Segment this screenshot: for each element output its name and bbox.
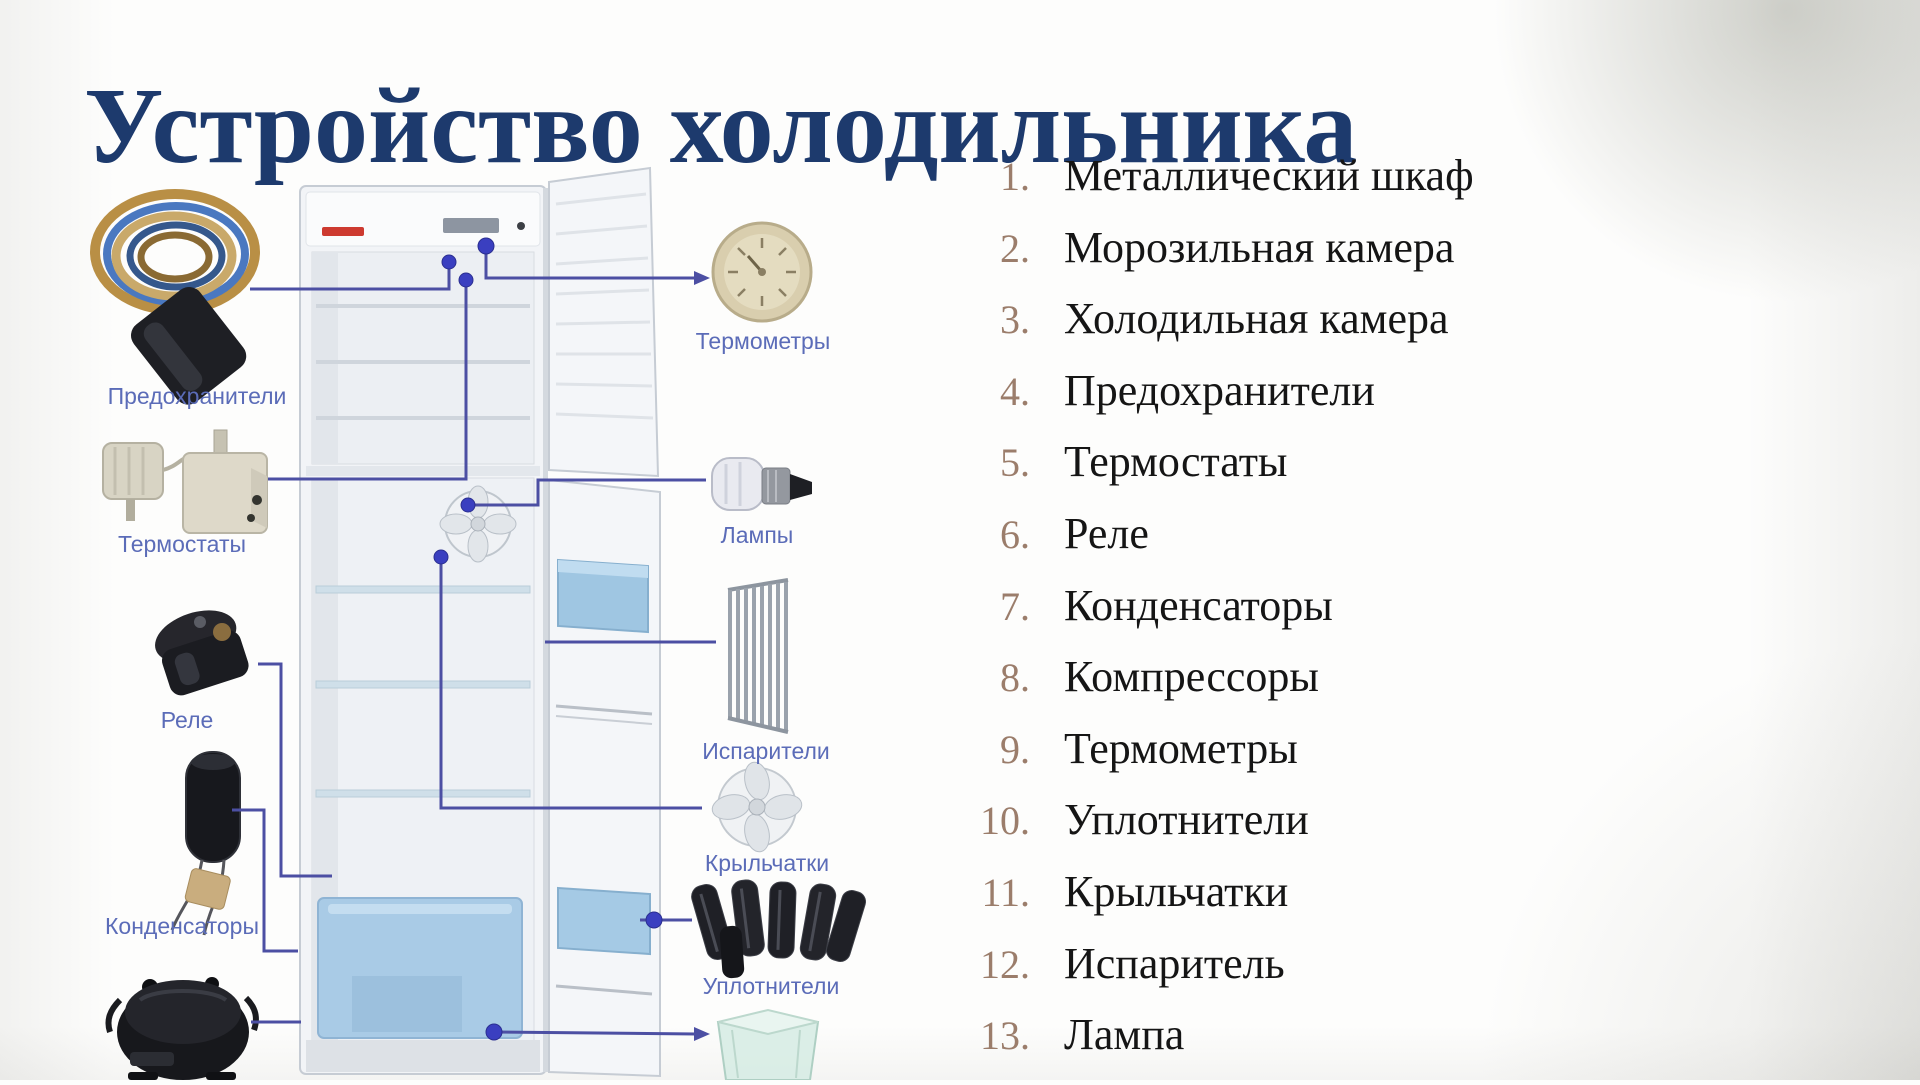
list-item-label: Лампа	[1064, 1010, 1185, 1060]
thermostat-image	[102, 429, 268, 534]
diagram-artwork	[90, 166, 867, 1081]
list-item: 3. Холодильная камера	[972, 293, 1474, 365]
list-item-label: Морозильная камера	[1064, 222, 1455, 272]
list-item: 7. Конденсаторы	[972, 580, 1474, 652]
connector-dot	[433, 549, 449, 565]
list-item-label: Термометры	[1064, 723, 1298, 773]
freezer-door-open	[548, 166, 660, 478]
list-item-number: 12.	[980, 941, 1030, 987]
parts-list: 1. Металлический шкаф 2. Морозильная камер…	[972, 150, 1474, 1081]
list-item: 11. Крыльчатки	[972, 866, 1474, 938]
connector-dot	[441, 254, 457, 270]
list-item-number: 1.	[1000, 154, 1030, 199]
list-item-number: 4.	[1000, 368, 1030, 414]
list-item-label: Металлический шкаф	[1064, 151, 1474, 200]
list-item-number: 10.	[980, 798, 1030, 844]
refrigerator-diagram: Предохранители Термостаты Реле Конденсат…	[0, 0, 960, 1081]
list-item-number: 11.	[981, 869, 1030, 915]
label-fuses: Предохранители	[107, 383, 287, 409]
fridge-door-open	[548, 478, 661, 1078]
list-item: 12. Испаритель	[972, 938, 1474, 1010]
crisper-drawer	[317, 897, 523, 1039]
list-item-label: Крыльчатки	[1064, 866, 1289, 916]
capacitor-image	[170, 751, 241, 936]
label-seals: Уплотнители	[702, 973, 840, 999]
connector-dot	[460, 497, 476, 513]
relay-image	[155, 610, 249, 696]
list-item: 8. Компрессоры	[972, 651, 1474, 723]
label-thermostats: Термостаты	[117, 531, 247, 557]
list-item-number: 13.	[980, 1013, 1030, 1059]
lamp-image	[711, 457, 812, 511]
door-bin-lower	[557, 886, 651, 956]
list-item-number: 3.	[1000, 297, 1030, 343]
list-item-label: Уплотнители	[1064, 795, 1309, 845]
list-item-number: 8.	[1000, 655, 1030, 701]
list-item-label: Термостаты	[1064, 437, 1288, 487]
list-item: 6. Реле	[972, 508, 1474, 580]
list-item-label: Компрессоры	[1064, 652, 1319, 702]
label-impellers: Крыльчатки	[704, 850, 830, 876]
list-item: 2. Морозильная камера	[972, 222, 1474, 294]
connector-dot	[458, 272, 474, 288]
list-item-number: 7.	[1000, 583, 1030, 629]
list-item-label: Реле	[1064, 508, 1149, 558]
connector-lines	[232, 237, 716, 1041]
list-item: 4. Предохранители	[972, 365, 1474, 437]
control-display	[443, 218, 499, 233]
list-item: 1. Металлический шкаф	[972, 150, 1474, 222]
label-lamps: Лампы	[720, 522, 794, 548]
thermometer-image	[711, 221, 813, 323]
list-item: 9. Термометры	[972, 723, 1474, 795]
refrigerator-illustration	[299, 166, 661, 1078]
fan-impeller-image	[711, 761, 803, 853]
connector-dot	[645, 911, 663, 929]
list-item-number: 2.	[1000, 225, 1030, 271]
label-relay: Реле	[160, 707, 214, 733]
page-title: Устройство холодильника	[84, 67, 1358, 187]
evaporator-image	[727, 578, 789, 734]
label-thermometers: Термометры	[695, 328, 831, 354]
compressor-image	[105, 977, 259, 1080]
freezer-compartment	[311, 251, 535, 465]
list-item-number: 5.	[1000, 440, 1030, 486]
connector-dot	[485, 1023, 503, 1041]
ice-box-image	[716, 1008, 820, 1081]
door-seals-image	[691, 879, 867, 979]
list-item-label: Конденсаторы	[1064, 580, 1333, 630]
list-item-number: 9.	[1000, 726, 1030, 772]
connector-dot	[477, 237, 495, 255]
fridge-compartment	[306, 477, 540, 1072]
list-item-label: Предохранители	[1064, 365, 1375, 415]
label-evaporators: Испарители	[702, 738, 830, 764]
fuse-cord-image	[90, 189, 260, 405]
brand-logo	[322, 227, 364, 236]
list-item-label: Испаритель	[1064, 938, 1285, 988]
list-item-label: Холодильная камера	[1064, 294, 1449, 344]
list-item: 10. Уплотнители	[972, 794, 1474, 866]
list-item-number: 6.	[1000, 511, 1030, 557]
label-condensers: Конденсаторы	[105, 913, 259, 939]
list-item: 13. Лампа	[972, 1009, 1474, 1081]
list-item: 5. Термостаты	[972, 436, 1474, 508]
